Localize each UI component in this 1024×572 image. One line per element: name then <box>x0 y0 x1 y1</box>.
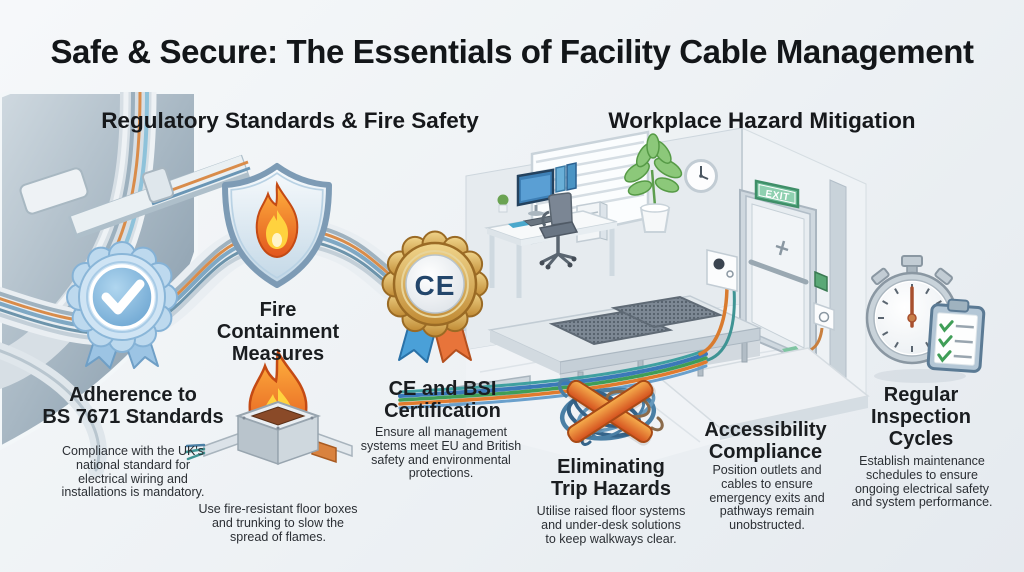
binders-icon <box>555 162 577 193</box>
underfloor-cables <box>398 348 708 410</box>
floor-step <box>658 347 870 440</box>
section-header-workplace: Workplace Hazard Mitigation <box>608 108 916 133</box>
page-title: Safe & Secure: The Essentials of Facilit… <box>50 33 974 70</box>
trip-hazard-icon <box>557 378 664 446</box>
bs7671-badge-icon <box>66 241 178 369</box>
wall-clock-icon <box>684 159 718 193</box>
push-bar <box>748 259 809 285</box>
item-title-inspection: Regular Inspection Cycles <box>870 384 971 450</box>
wall-corner-pillar <box>829 179 847 393</box>
office-chair <box>538 192 579 270</box>
item-title-fire-containment: Fire Containment Measures <box>216 299 340 365</box>
fire-shield-icon <box>222 163 332 288</box>
item-body-fire-containment: Use fire-resistant floor boxes and trunk… <box>198 502 358 544</box>
cable-clamp <box>19 167 89 215</box>
cable-tube <box>67 154 251 240</box>
ce-badge-icon: CE <box>381 230 489 363</box>
section-header-regulatory: Regulatory Standards & Fire Safety <box>101 108 479 133</box>
exit-sign: EXIT <box>754 179 800 209</box>
desk-plant-icon <box>497 194 509 213</box>
mesh-tile <box>610 295 724 329</box>
desk-pad <box>508 221 529 228</box>
stopwatch-icon <box>865 255 986 383</box>
item-body-trip-hazards: Utilise raised floor systems and under-d… <box>536 504 686 546</box>
exit-sign-label: EXIT <box>765 189 791 204</box>
item-title-certification: CE and BSI Certification <box>384 378 501 422</box>
fire-floor-box-icon <box>184 348 353 466</box>
item-body-inspection: Establish maintenance schedules to ensur… <box>851 454 993 510</box>
item-body-certification: Ensure all management systems meet EU an… <box>360 425 522 481</box>
inspection-clipboard-icon <box>926 298 986 373</box>
raised-floor-platform <box>398 295 763 410</box>
item-body-bs7671: Compliance with the UK's national standa… <box>61 444 205 500</box>
wall-outlet-plugged <box>698 249 738 362</box>
item-title-accessibility: Accessibility Compliance <box>704 419 827 463</box>
item-body-accessibility: Position outlets and cables to ensure em… <box>709 463 825 532</box>
potted-plant <box>624 133 683 233</box>
monitor-icon <box>516 168 555 216</box>
power-switch <box>814 270 828 293</box>
ce-mark-label: CE <box>415 270 456 301</box>
item-title-bs7671: Adherence to BS 7671 Standards <box>42 384 224 428</box>
wall-outlet-low <box>782 301 835 356</box>
check-icon <box>101 279 145 315</box>
desk <box>484 162 618 298</box>
office-illustration: EXIT <box>398 127 870 470</box>
item-title-trip-hazards: Eliminating Trip Hazards <box>550 456 672 500</box>
x-mark-icon <box>566 379 656 446</box>
